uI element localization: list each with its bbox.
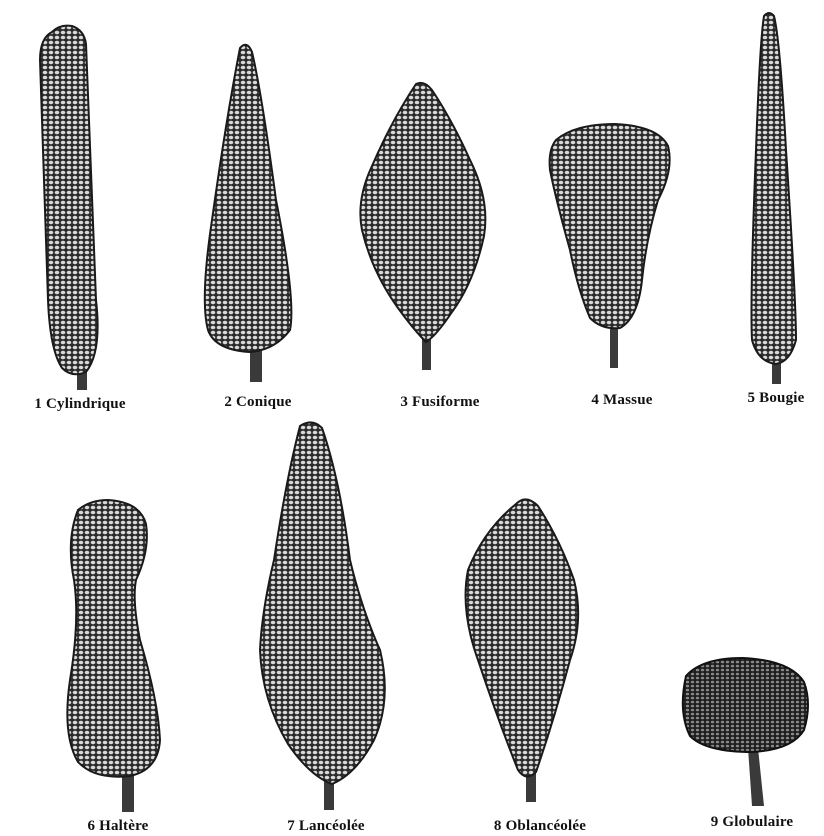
ear-oblanceolee — [466, 499, 579, 802]
caption-lanceolee: 7 Lancéolée — [287, 818, 365, 835]
stalk — [122, 772, 134, 812]
ear-massue — [550, 124, 670, 368]
caption-globulaire: 9 Globulaire — [711, 814, 794, 831]
caption-fusiforme: 3 Fusiforme — [400, 394, 479, 411]
ear-body — [683, 658, 808, 752]
caption-bougie: 5 Bougie — [747, 390, 804, 407]
ear-body — [40, 26, 98, 375]
caption-haltere: 6 Haltère — [87, 818, 148, 835]
ear-lanceolee — [260, 422, 385, 810]
ear-haltere — [67, 500, 160, 812]
ear-bougie — [752, 13, 797, 384]
ear-body — [205, 45, 292, 352]
ear-body — [260, 422, 385, 784]
ear-cylindrique — [40, 26, 98, 390]
caption-conique: 2 Conique — [224, 394, 291, 411]
caption-oblanceolee: 8 Oblancéolée — [494, 818, 586, 835]
ear-conique — [205, 45, 292, 382]
ear-body — [360, 83, 485, 342]
ear-globulaire — [683, 658, 808, 806]
ear-body — [67, 500, 160, 777]
ear-body — [752, 13, 797, 364]
stalk — [748, 748, 764, 806]
caption-massue: 4 Massue — [591, 392, 652, 409]
ear-body — [466, 499, 579, 776]
caption-cylindrique: 1 Cylindrique — [34, 396, 125, 413]
ear-body — [550, 124, 670, 328]
ear-fusiforme — [360, 83, 485, 370]
